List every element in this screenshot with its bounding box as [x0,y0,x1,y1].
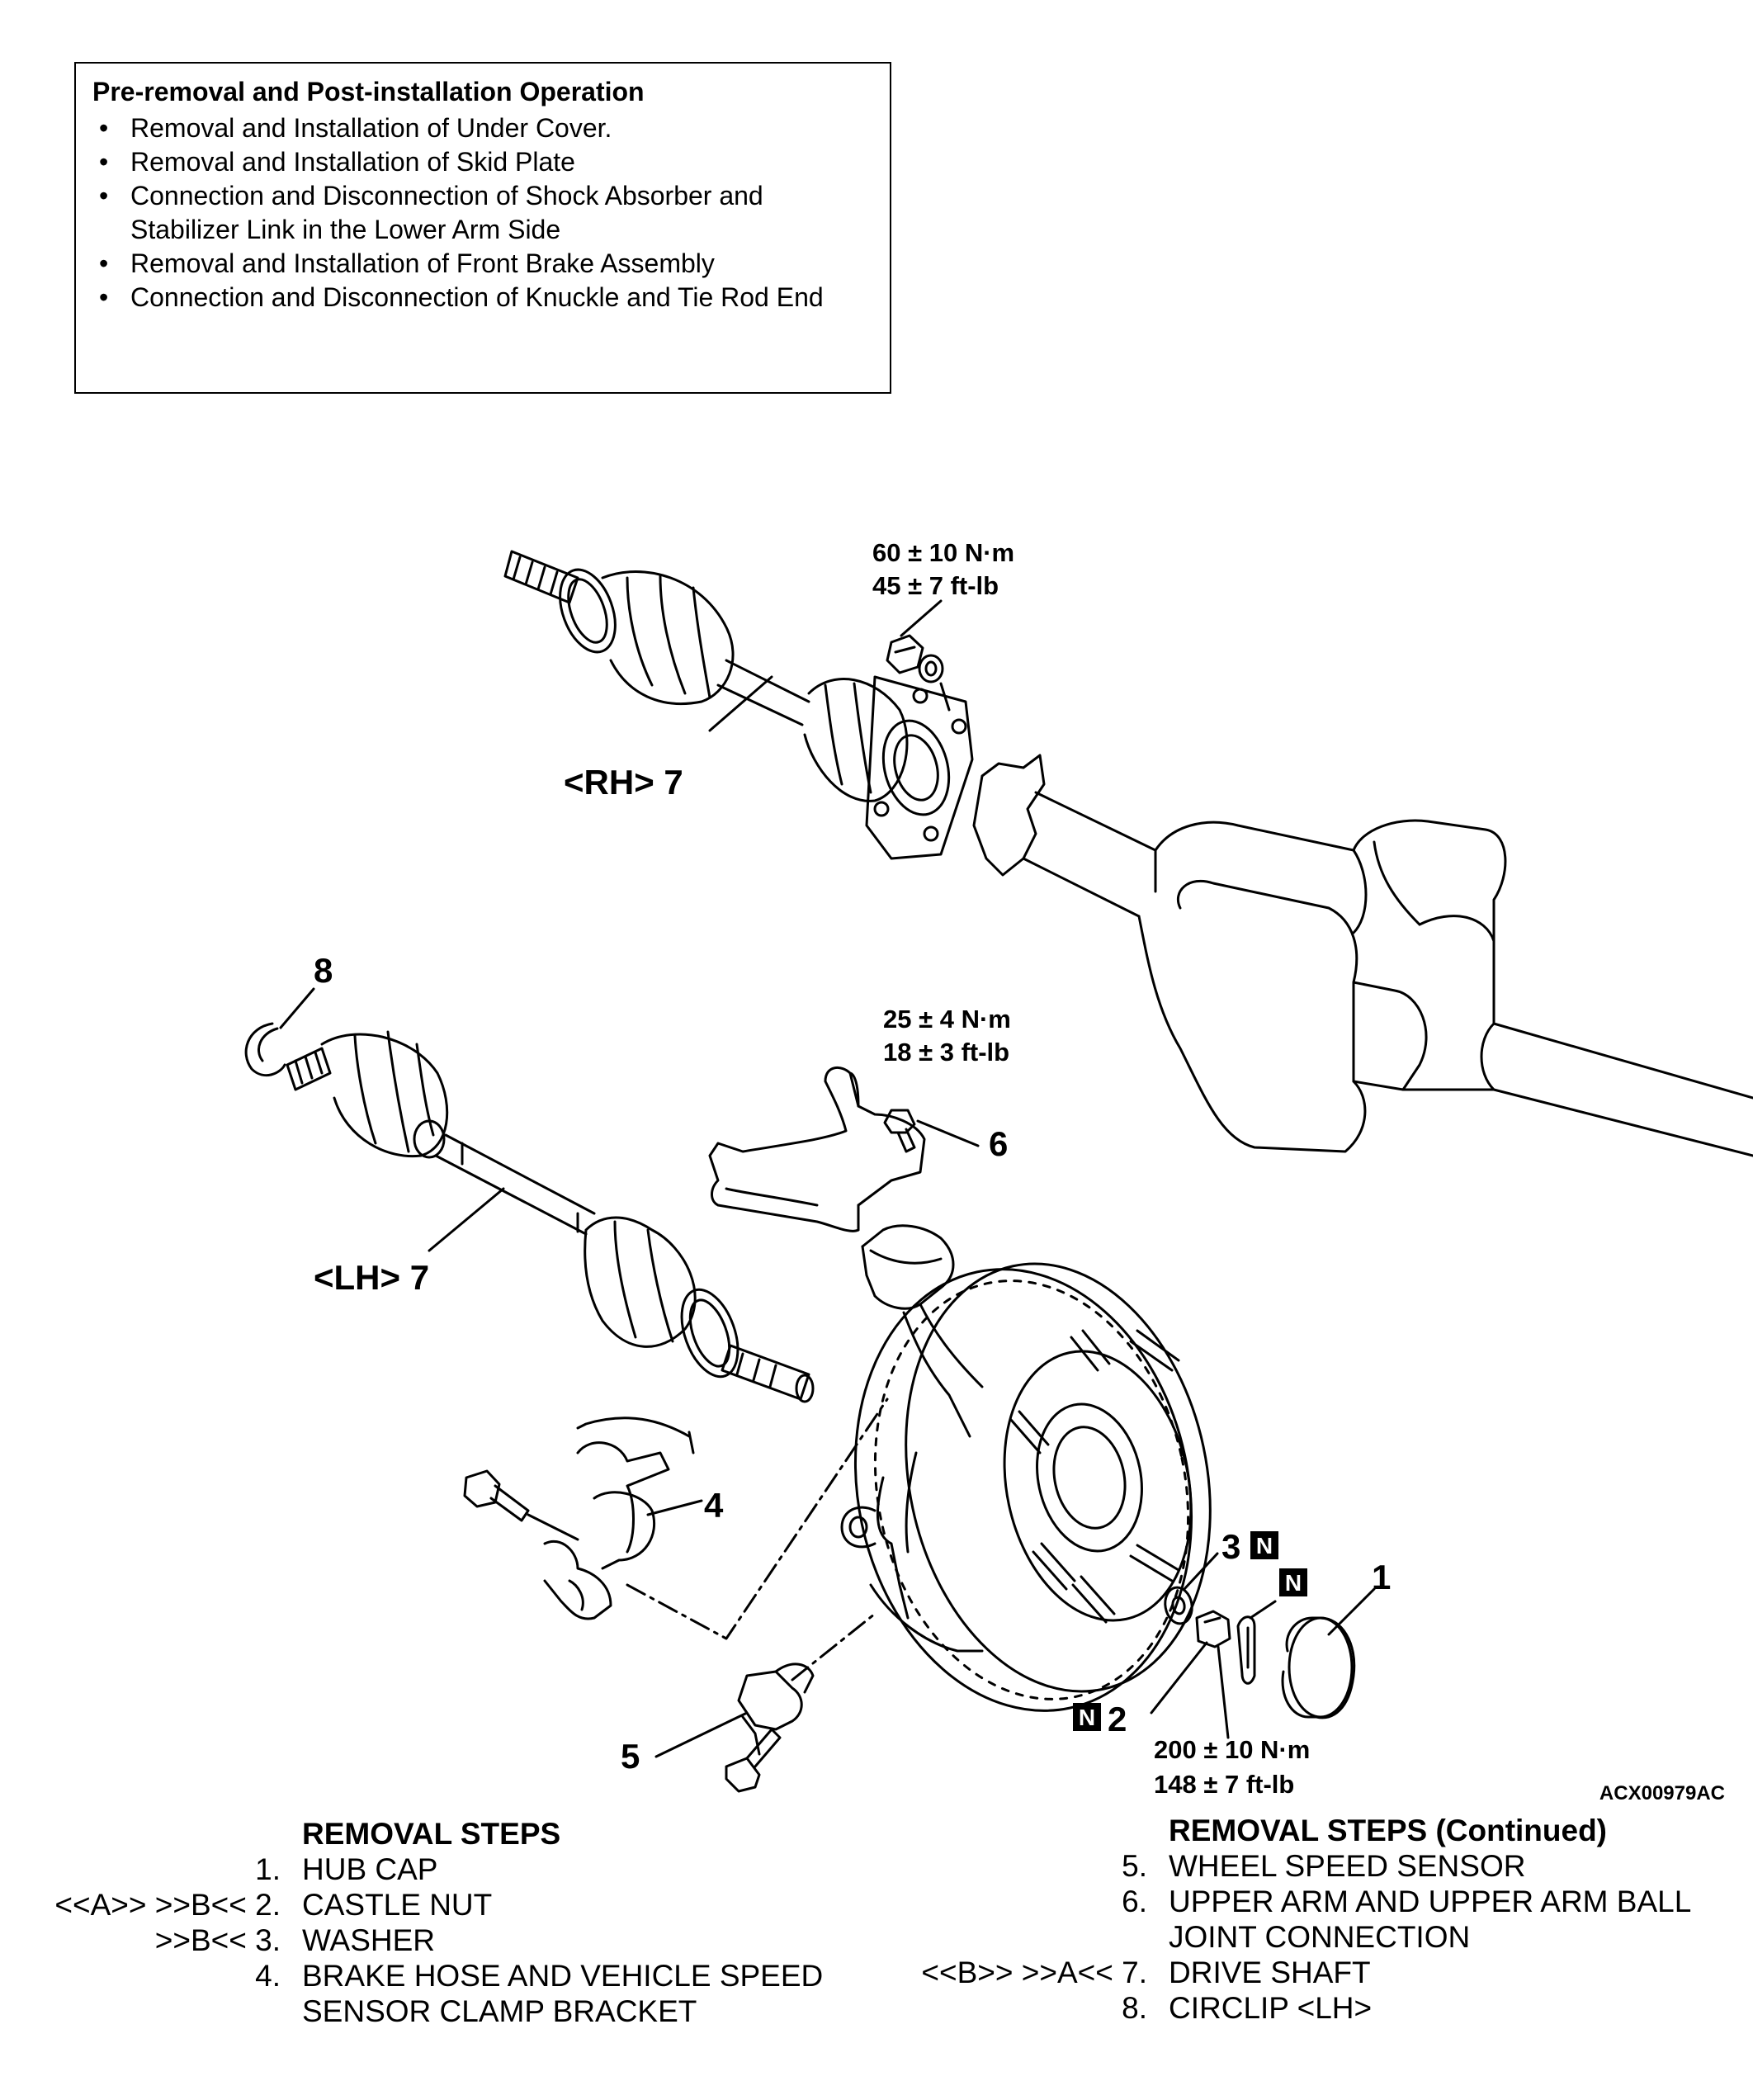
rh-drive-shaft [503,550,974,860]
label-8: 8 [314,951,333,990]
label-3: 3 [1221,1527,1240,1566]
pre-operation-item: Connection and Disconnection of Knuckle … [92,281,857,315]
torque-upper-nm: 60 ± 10 N·m [872,538,1014,567]
step-text: DRIVE SHAFT [1169,1956,1371,1989]
label-rh-7: <RH> 7 [564,763,683,802]
torque-mid-ftlb: 18 ± 3 ft-lb [883,1038,1009,1067]
removal-steps-left: REMOVAL STEPS 1. HUB CAP <<A>> >>B<< 2. … [25,1816,875,2029]
step-text: CIRCLIP <LH> [1169,1991,1373,2025]
step-number: 6. [1122,1885,1147,1918]
step-number: <<B>> >>A<< 7. [921,1956,1147,1989]
step-row: >>B<< 3. WASHER [25,1923,875,1958]
svg-text:N: N [1079,1705,1095,1730]
lh-drive-shaft [244,987,815,1403]
step-number: 8. [1122,1991,1147,2025]
step-number: 5. [1122,1849,1147,1883]
pre-operation-item: Connection and Disconnection of Shock Ab… [92,179,857,247]
routing-line [791,1612,876,1681]
svg-text:N: N [1285,1570,1302,1596]
label-6: 6 [989,1124,1008,1163]
label-1: 1 [1372,1558,1391,1596]
upper-arm [708,1066,980,1232]
step-number: <<A>> >>B<< 2. [54,1888,281,1922]
step-row: <<B>> >>A<< 7. DRIVE SHAFT [900,1955,1750,1990]
label-5: 5 [621,1737,640,1776]
step-text: UPPER ARM AND UPPER ARM BALL JOINT CONNE… [1169,1885,1690,1954]
torque-hub-nm: 200 ± 10 N·m [1154,1735,1310,1764]
label-4: 4 [704,1486,724,1525]
step-row: 4. BRAKE HOSE AND VEHICLE SPEED SENSOR C… [25,1958,875,2029]
knuckle-and-rotor [840,1224,1212,1712]
label-lh-7: <LH> 7 [314,1258,429,1297]
pre-operation-item: Removal and Installation of Skid Plate [92,145,873,179]
removal-steps-title: REMOVAL STEPS [302,1817,561,1851]
pre-operation-list: Removal and Installation of Under Cover.… [92,111,873,315]
new-part-mark-cotter: N [1279,1568,1307,1596]
brake-hose-clamp-bracket [463,1417,703,1620]
hub-fasteners [1150,1552,1376,1739]
step-text: HUB CAP [302,1852,438,1886]
step-text: CASTLE NUT [302,1888,493,1922]
step-text: BRAKE HOSE AND VEHICLE SPEED SENSOR CLAM… [302,1959,824,2028]
step-row: 6. UPPER ARM AND UPPER ARM BALL JOINT CO… [900,1884,1750,1955]
step-row: <<A>> >>B<< 2. CASTLE NUT [25,1887,875,1923]
step-number: 1. [255,1852,281,1886]
flange-nut [886,599,951,712]
torque-upper-ftlb: 45 ± 7 ft-lb [872,571,999,600]
pre-operation-title: Pre-removal and Post-installation Operat… [92,77,645,106]
removal-steps-continued-title: REMOVAL STEPS (Continued) [1169,1814,1608,1847]
new-part-mark-3: N [1250,1531,1278,1559]
torque-hub-ftlb: 148 ± 7 ft-lb [1154,1770,1294,1799]
figure-code: ACX00979AC [1599,1782,1725,1804]
step-row: 8. CIRCLIP <LH> [900,1990,1750,2026]
step-row: 1. HUB CAP [25,1852,875,1887]
new-part-mark-2: N [1073,1703,1101,1731]
removal-steps-right: REMOVAL STEPS (Continued) 5. WHEEL SPEED… [900,1813,1750,2026]
pre-operation-item: Removal and Installation of Front Brake … [92,247,873,281]
routing-line [626,1398,889,1640]
pre-operation-box: Pre-removal and Post-installation Operat… [74,62,891,394]
pre-operation-item: Removal and Installation of Under Cover. [92,111,873,145]
step-number: >>B<< 3. [154,1923,281,1957]
step-text: WHEEL SPEED SENSOR [1169,1849,1526,1883]
wheel-speed-sensor [654,1662,815,1793]
step-row: 5. WHEEL SPEED SENSOR [900,1848,1750,1884]
svg-text:N: N [1256,1533,1273,1558]
torque-mid-nm: 25 ± 4 N·m [883,1005,1011,1033]
step-text: WASHER [302,1923,436,1957]
differential-housing [972,754,1753,1157]
label-2: 2 [1108,1700,1127,1738]
step-number: 4. [255,1959,281,1993]
